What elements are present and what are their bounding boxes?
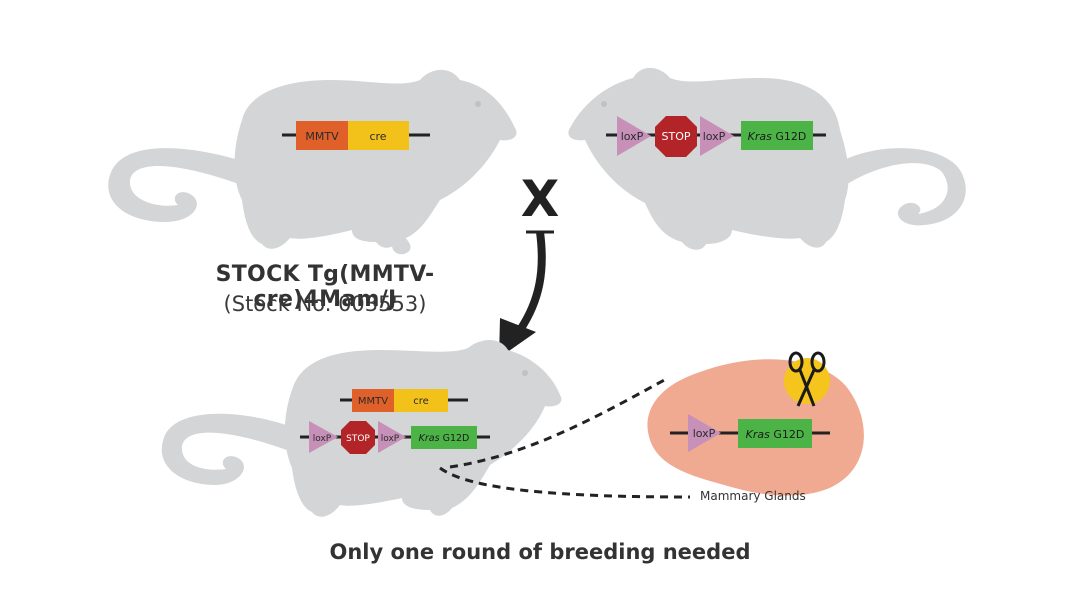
stop-label: STOP [662, 130, 691, 143]
cre-label: cre [413, 396, 429, 407]
mammary-glands-label: Mammary Glands [700, 489, 806, 503]
cre-box [394, 389, 448, 412]
offspring-mouse-eye [522, 370, 528, 376]
kras-box [411, 426, 477, 449]
loxp-label: loxP [313, 434, 332, 444]
loxp-triangle [378, 421, 406, 453]
cre-box [348, 121, 409, 150]
stop-label: STOP [346, 434, 370, 444]
cross-icon: X [521, 170, 560, 228]
arrow-head [499, 318, 536, 358]
kras-label: Kras G12D [748, 130, 807, 143]
mmtv-box [296, 121, 348, 150]
left-construct: MMTV cre [282, 121, 430, 150]
right-mouse-eye [601, 101, 607, 107]
diagram-caption: Only one round of breeding needed [329, 540, 751, 564]
connector-line-upper [449, 376, 669, 469]
offspring-construct-kras: loxP STOP loxP Kras G12D [300, 421, 490, 454]
loxp-triangle [688, 414, 721, 452]
right-construct: loxP STOP loxP Kras G12D [606, 116, 826, 157]
kras-box [738, 419, 812, 448]
connector-line-lower [439, 466, 691, 499]
loxp-label: loxP [703, 130, 726, 143]
offspring-construct-cre: MMTV cre [340, 389, 468, 412]
left-mouse-eye [475, 101, 481, 107]
mmtv-label: MMTV [358, 396, 388, 407]
loxp-label: loxP [693, 427, 716, 440]
parent-stock-number: (Stock No. 003553) [223, 292, 427, 316]
parent-strain-name: STOCK Tg(MMTV-cre)4Mam/J [215, 262, 435, 312]
stop-octagon [655, 116, 697, 157]
tissue-construct: loxP Kras G12D [670, 414, 830, 452]
kras-label: Kras G12D [419, 433, 470, 444]
left-parent-mouse [108, 69, 517, 255]
loxp-label: loxP [621, 130, 644, 143]
kras-box [741, 121, 813, 150]
loxp-triangle [700, 116, 734, 156]
cre-label: cre [369, 130, 386, 143]
arrow-icon [516, 231, 546, 333]
loxp-triangle [309, 421, 338, 453]
loxp-label: loxP [381, 434, 400, 444]
mmtv-box [352, 389, 394, 412]
kras-label: Kras G12D [746, 428, 805, 441]
stop-octagon [341, 421, 375, 454]
loxp-triangle [617, 116, 651, 156]
scissors-icon [788, 351, 826, 407]
right-parent-mouse [568, 67, 966, 250]
mmtv-label: MMTV [305, 130, 339, 143]
